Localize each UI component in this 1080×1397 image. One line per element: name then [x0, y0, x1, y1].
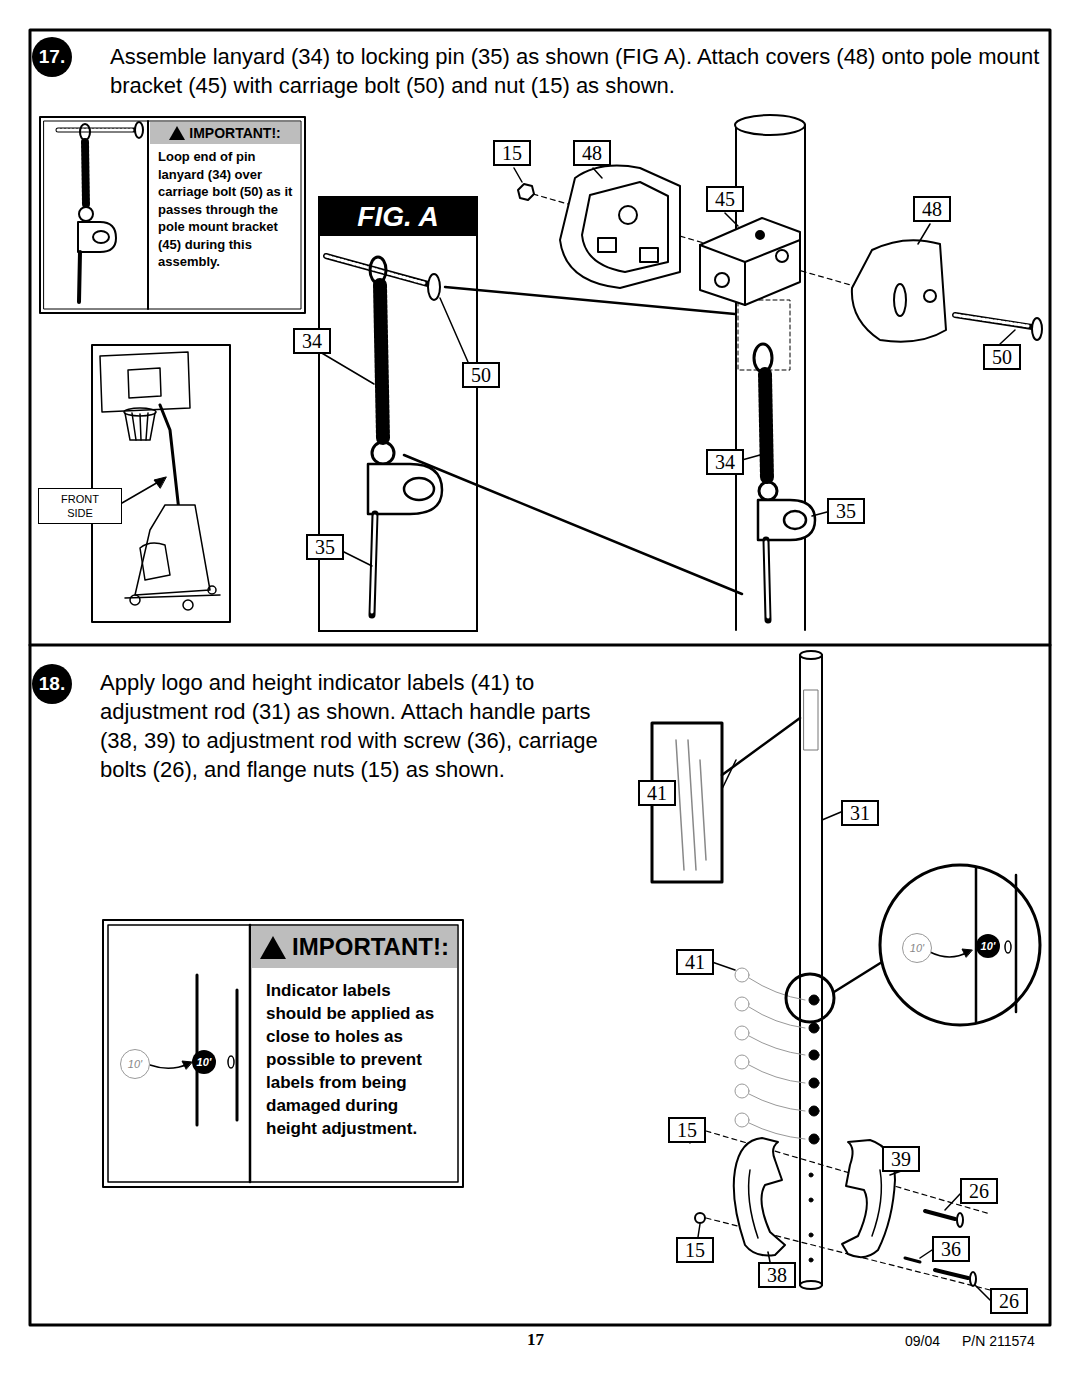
callout-number: 34: [706, 449, 744, 475]
screw: [905, 1258, 920, 1262]
important-note: IMPORTANT!: Indicator labels should be ap…: [252, 926, 457, 1181]
carriage-bolt: [935, 1270, 968, 1278]
callout-number: 41: [676, 949, 714, 975]
callout-number: 15: [493, 140, 531, 166]
flange-nut: [695, 1213, 705, 1223]
warning-icon: [260, 936, 286, 959]
callout-number: 26: [990, 1288, 1028, 1314]
leader-line: [404, 455, 742, 594]
hoop-sketch-frame: [92, 345, 230, 622]
pin-sketch: [58, 122, 143, 302]
zoom-rod-edge: [1015, 875, 1018, 1012]
zoom-leader: [834, 962, 882, 992]
part-number: P/N 211574: [962, 1333, 1035, 1349]
pointer-arrow: [122, 481, 160, 503]
important-frame: [40, 117, 305, 313]
important-frame: [108, 925, 458, 1182]
callout-leaders: [690, 760, 990, 1300]
step-number-text: 17.: [39, 46, 65, 68]
callout-number: 48: [573, 140, 611, 166]
leader-line: [445, 287, 735, 314]
side-label: FRONT SIDE: [58, 492, 102, 520]
page-number: 17: [527, 1330, 544, 1350]
apply-arrow: [930, 952, 968, 957]
callout-number: 15: [668, 1117, 706, 1143]
carriage-bolt: [955, 315, 1042, 340]
pole-mount-bracket: [700, 218, 800, 305]
arrowhead: [154, 477, 166, 488]
date-code: 09/04: [905, 1333, 940, 1349]
step-instruction: Assemble lanyard (34) to locking pin (35…: [110, 42, 1045, 100]
important-note: IMPORTANT!: Loop end of pin lanyard (34) …: [150, 122, 300, 308]
important-heading-text: IMPORTANT!:: [189, 125, 281, 141]
lanyard-and-pin: [754, 344, 815, 620]
step-number: 17.: [32, 37, 72, 77]
handle-detail: [749, 1170, 758, 1238]
figure-heading: FIG. A: [320, 198, 476, 236]
label-card-print: [676, 740, 706, 870]
page-frame: [30, 30, 1050, 1325]
warning-icon: [169, 126, 185, 140]
nut: [518, 184, 534, 200]
indicator-label-arrows: [735, 968, 805, 1139]
important-heading: IMPORTANT!:: [150, 122, 300, 144]
rod-hole: [1005, 941, 1011, 953]
indicator-label: 10': [120, 1049, 150, 1079]
callout-number: 34: [293, 328, 331, 354]
arrowhead: [962, 949, 972, 957]
important-divider: [249, 925, 252, 1182]
zoom-circle: [880, 865, 1040, 1025]
callout-number: 38: [758, 1262, 796, 1288]
step-number: 18.: [32, 664, 72, 704]
callout-number: 41: [638, 780, 676, 806]
rod-hole: [228, 1056, 234, 1068]
adjustment-rod: [800, 651, 822, 1289]
bolt-head: [970, 1272, 976, 1286]
indicator-label: 10': [976, 934, 1000, 958]
callout-number: 31: [841, 800, 879, 826]
indicator-label: 10': [902, 933, 932, 963]
bolt-head: [957, 1213, 963, 1227]
callout-number: 48: [913, 196, 951, 222]
step-instruction: Apply logo and height indicator labels (…: [100, 668, 615, 784]
important-divider: [147, 121, 149, 309]
callout-number: 15: [676, 1237, 714, 1263]
important-heading-text: IMPORTANT!:: [292, 933, 449, 961]
callout-number: 50: [462, 362, 500, 388]
carriage-bolt: [925, 1211, 955, 1219]
important-frame: [103, 920, 463, 1187]
step-number-text: 18.: [39, 673, 65, 695]
arrowhead: [182, 1061, 192, 1069]
important-body: Indicator labels should be applied as cl…: [252, 968, 457, 1145]
callout-leaders: [320, 168, 1015, 566]
rod-edge-sketch: [236, 990, 239, 1120]
callout-number: 35: [306, 534, 344, 560]
rod-edge-sketch: [196, 975, 199, 1125]
pole: [735, 115, 805, 630]
callout-number: 39: [882, 1146, 920, 1172]
figure-box: FIG. A: [318, 196, 478, 632]
callout-number: 50: [983, 344, 1021, 370]
callout-number: 45: [706, 186, 744, 212]
right-cover: [852, 240, 946, 341]
important-heading: IMPORTANT!:: [252, 926, 457, 968]
handle-part: [734, 1138, 785, 1256]
handle-detail: [872, 1170, 881, 1236]
side-box: FRONT SIDE: [38, 488, 122, 524]
apply-arrow: [150, 1064, 188, 1068]
left-cover: [560, 166, 680, 288]
callout-number: 36: [932, 1236, 970, 1262]
hoop-sketch: [100, 352, 220, 610]
zoom-marker: [786, 974, 834, 1022]
important-frame: [44, 121, 301, 309]
fig-a-sketch: [326, 256, 442, 615]
important-body: Loop end of pin lanyard (34) over carria…: [150, 144, 300, 273]
callout-number: 35: [827, 498, 865, 524]
callout-number: 26: [960, 1178, 998, 1204]
step-divider: [30, 644, 1050, 647]
indicator-label: 10': [192, 1050, 216, 1074]
